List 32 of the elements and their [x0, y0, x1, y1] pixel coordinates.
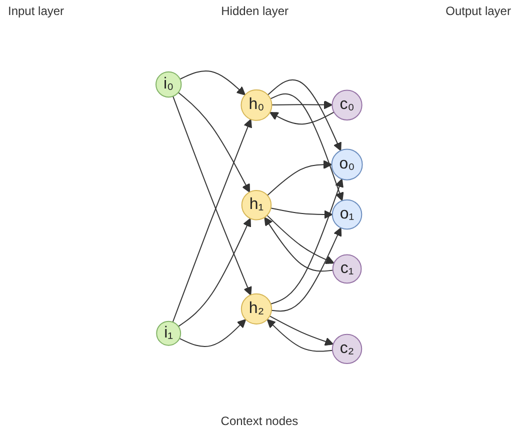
- node-circle: o₀: [332, 148, 364, 180]
- node-circle: i₀: [156, 71, 182, 98]
- arrow: [270, 315, 334, 346]
- arrow: [267, 318, 334, 352]
- node-circle: c₀: [332, 90, 363, 120]
- layer-label: Output layer: [446, 4, 511, 20]
- arrow: [178, 92, 250, 192]
- arrow: [268, 79, 342, 151]
- arrow: [264, 216, 334, 272]
- layer-label: Hidden layer: [221, 4, 289, 20]
- arrow: [270, 207, 334, 219]
- arrow: [270, 111, 335, 124]
- arrow: [172, 118, 252, 322]
- node-circle: o₁: [332, 199, 363, 230]
- arrow: [178, 218, 252, 327]
- node-circle: h₂: [241, 293, 272, 324]
- layer-label: Context nodes: [220, 414, 298, 428]
- node-circle: h₁: [242, 190, 272, 220]
- node-circle: h₀: [241, 89, 273, 121]
- arrow: [172, 96, 252, 296]
- arrow: [270, 93, 344, 201]
- arrow: [180, 70, 246, 96]
- node-circle: i₁: [156, 320, 182, 346]
- arrow: [272, 100, 333, 109]
- layer-label: Input layer: [8, 4, 64, 20]
- node-circle: c₁: [332, 254, 362, 284]
- arrow: [271, 227, 342, 312]
- node-circle: c₂: [332, 334, 362, 364]
- arrow: [266, 214, 335, 264]
- arrow: [179, 318, 246, 347]
- arrow: [270, 178, 344, 304]
- arrow: [267, 160, 332, 196]
